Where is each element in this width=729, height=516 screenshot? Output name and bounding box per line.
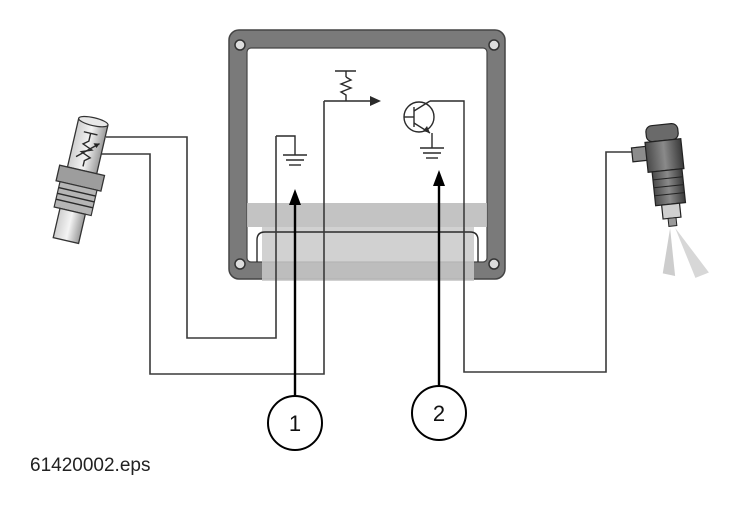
ground-icon: [276, 135, 307, 166]
fuel-injector-icon: [630, 122, 709, 278]
ecu-connector: [247, 203, 487, 281]
callout-1: 1: [267, 395, 323, 451]
temperature-sensor-icon: [52, 115, 109, 245]
screw-icon: [234, 258, 246, 270]
injector-control-wire: [463, 151, 635, 373]
figure-caption: 61420002.eps: [30, 455, 151, 476]
callout-leaders: [289, 170, 445, 396]
screw-icon: [234, 39, 246, 51]
sensor-reference-wire: [98, 101, 325, 375]
wiring: [98, 101, 635, 375]
screw-icon: [488, 258, 500, 270]
resistor-icon: [324, 70, 381, 106]
callout-2-label: 2: [433, 401, 445, 426]
sensor-signal-wire: [106, 136, 277, 339]
callout-1-label: 1: [289, 411, 301, 436]
screw-icon: [488, 39, 500, 51]
transistor-icon: [403, 100, 465, 228]
fuel-spray-icon: [662, 228, 676, 277]
callout-2: 2: [411, 385, 467, 441]
